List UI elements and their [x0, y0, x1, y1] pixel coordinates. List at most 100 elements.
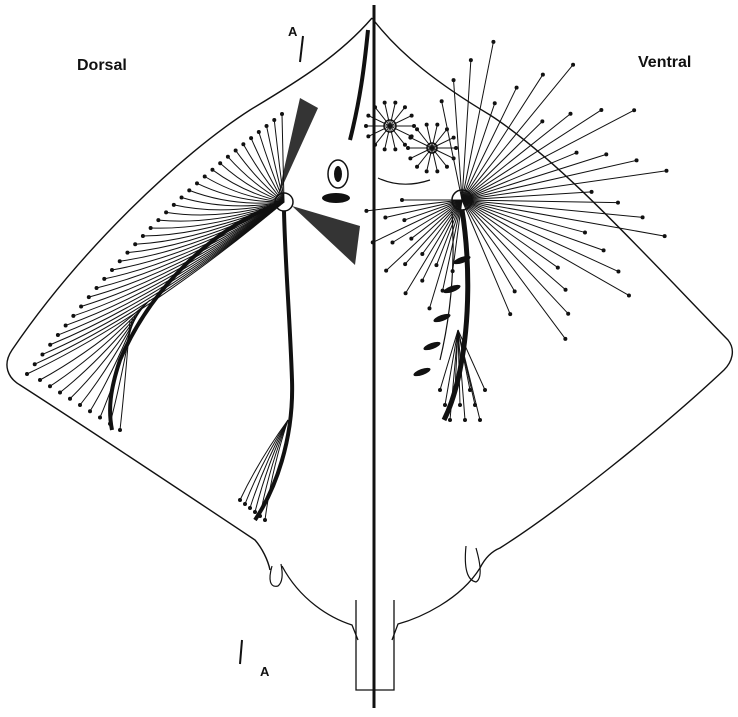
canal-ending: [371, 240, 375, 244]
canal-ending: [463, 418, 467, 422]
canal-ray: [462, 153, 577, 200]
canal-ending: [616, 270, 620, 274]
canal-ending: [218, 161, 222, 165]
section-marker-bottom: [240, 640, 242, 664]
canal-ending: [383, 101, 387, 105]
canal-ending: [452, 156, 456, 160]
canal-ending: [408, 136, 412, 140]
canal-ending: [602, 248, 606, 252]
canal-ending: [599, 108, 603, 112]
canal-ending: [95, 286, 99, 290]
canal-ending: [118, 428, 122, 432]
canal-ending: [366, 134, 370, 138]
canal-ending: [383, 147, 387, 151]
canal-ending: [438, 388, 442, 392]
canal-ending: [563, 337, 567, 341]
canal-ending: [402, 218, 406, 222]
canal-ending: [56, 333, 60, 337]
canal-ending: [364, 209, 368, 213]
canal-ending: [373, 105, 377, 109]
canal-ending: [366, 114, 370, 118]
canal-ending: [427, 306, 431, 310]
canal-ending: [540, 119, 544, 123]
canal-ending: [445, 165, 449, 169]
canal-ending: [452, 78, 456, 82]
canal-ending: [453, 388, 457, 392]
canal-ending: [635, 158, 639, 162]
canal-ray: [462, 200, 604, 250]
dorsal-label: Dorsal: [77, 58, 127, 74]
canal-ending: [87, 295, 91, 299]
section-label-bottom: A: [260, 665, 269, 678]
canal-ending: [383, 216, 387, 220]
canal-ending: [452, 136, 456, 140]
canal-ending: [420, 279, 424, 283]
canal-ending: [125, 251, 129, 255]
canal-ending: [569, 112, 573, 116]
canal-ending: [172, 203, 176, 207]
canal-ending: [38, 378, 42, 382]
lower-body-left: [282, 566, 358, 640]
canal-ending: [469, 58, 473, 62]
canal-ending: [556, 266, 560, 270]
canal-ending: [373, 143, 377, 147]
canal-ending: [234, 148, 238, 152]
canal-ending: [491, 40, 495, 44]
canal-ray: [432, 148, 454, 158]
dorsal-canal-upper: [350, 30, 368, 140]
canal-ending: [434, 263, 438, 267]
canal-ending: [604, 152, 608, 156]
canal-ending: [404, 291, 408, 295]
canal-ending: [435, 169, 439, 173]
canal-ending: [435, 123, 439, 127]
canal-ending: [641, 215, 645, 219]
canal-ending: [40, 352, 44, 356]
canal-ending: [420, 252, 424, 256]
canal-ending: [415, 165, 419, 169]
gill-slit: [413, 366, 432, 378]
canal-ending: [632, 108, 636, 112]
canal-ray: [410, 138, 432, 148]
canal-ending: [393, 147, 397, 151]
canal-ending: [403, 105, 407, 109]
canal-ending: [473, 403, 477, 407]
canal-ending: [164, 210, 168, 214]
dorsal-canal-rays: [27, 114, 288, 520]
canal-ending: [226, 155, 230, 159]
canal-ending: [403, 143, 407, 147]
canal-ending: [187, 188, 191, 192]
canal-ending: [64, 323, 68, 327]
canal-ending: [571, 63, 575, 67]
canal-ending: [248, 506, 252, 510]
canal-ending: [110, 268, 114, 272]
canal-ending: [243, 502, 247, 506]
canal-ending: [441, 289, 445, 293]
canal-ray: [462, 200, 618, 272]
canal-ray: [265, 420, 288, 520]
section-label-top: A: [288, 25, 297, 38]
canal-ending: [440, 99, 444, 103]
canal-ending: [566, 312, 570, 316]
canal-ray: [462, 200, 629, 295]
canal-ending: [425, 169, 429, 173]
canal-ending: [364, 124, 368, 128]
canal-ending: [445, 127, 449, 131]
gill-slit: [423, 340, 442, 352]
section-marker-top: [300, 36, 303, 62]
canal-ending: [616, 201, 620, 205]
canal-ending: [88, 409, 92, 413]
canal-ending: [118, 259, 122, 263]
canal-ending: [451, 269, 455, 273]
canal-ending: [68, 397, 72, 401]
canal-ending: [79, 304, 83, 308]
canal-ending: [156, 218, 160, 222]
canal-ending: [384, 269, 388, 273]
canal-ending: [664, 169, 668, 173]
canal-ray: [462, 110, 601, 200]
canal-ray: [454, 80, 462, 200]
canal-ending: [412, 124, 416, 128]
canal-ray: [462, 200, 665, 236]
canal-ending: [468, 388, 472, 392]
canal-ending: [406, 146, 410, 150]
